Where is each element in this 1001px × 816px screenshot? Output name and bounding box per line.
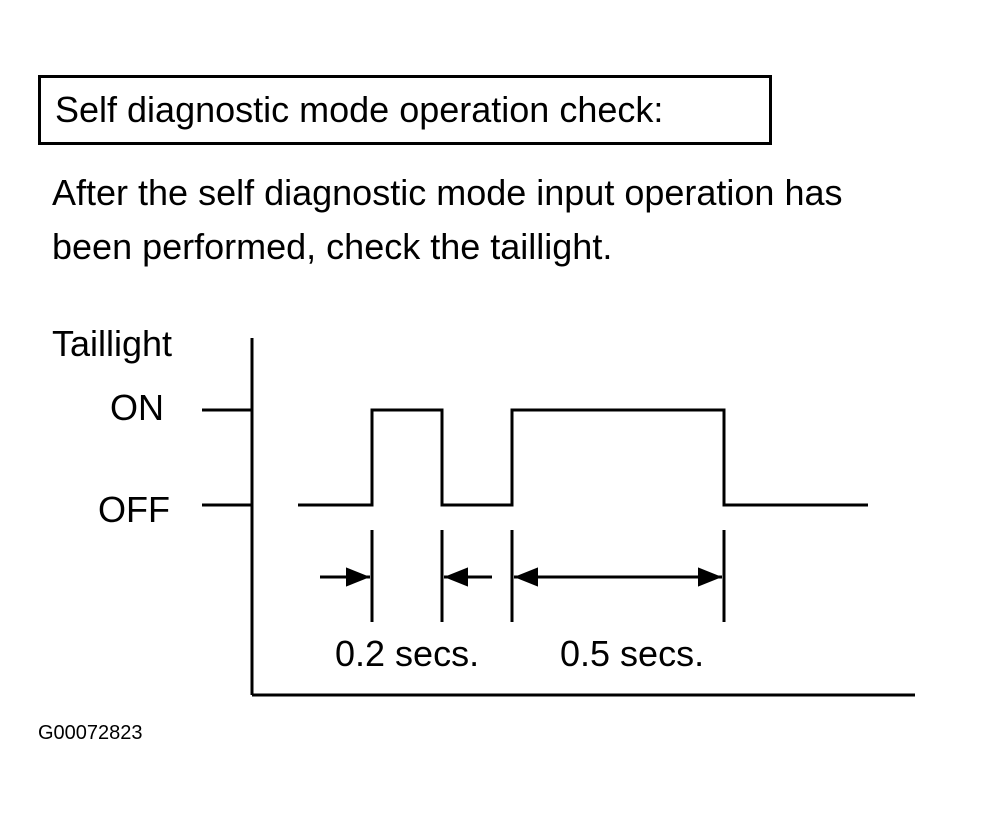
title-text: Self diagnostic mode operation check: (55, 89, 664, 130)
taillight-waveform (298, 408, 868, 507)
instructions-line-2: been performed, check the taillight. (52, 226, 613, 267)
instructions-text: After the self diagnostic mode input ope… (52, 166, 992, 274)
signal-label: Taillight (52, 323, 172, 364)
short-duration-label: 0.2 secs. (335, 633, 479, 674)
off-level-label: OFF (98, 489, 170, 530)
on-level-label: ON (110, 387, 164, 428)
figure-id: G00072823 (38, 722, 143, 744)
page-title: Self diagnostic mode operation check: (38, 75, 772, 145)
instructions-line-1: After the self diagnostic mode input ope… (52, 172, 843, 213)
long-duration-label: 0.5 secs. (560, 633, 704, 674)
